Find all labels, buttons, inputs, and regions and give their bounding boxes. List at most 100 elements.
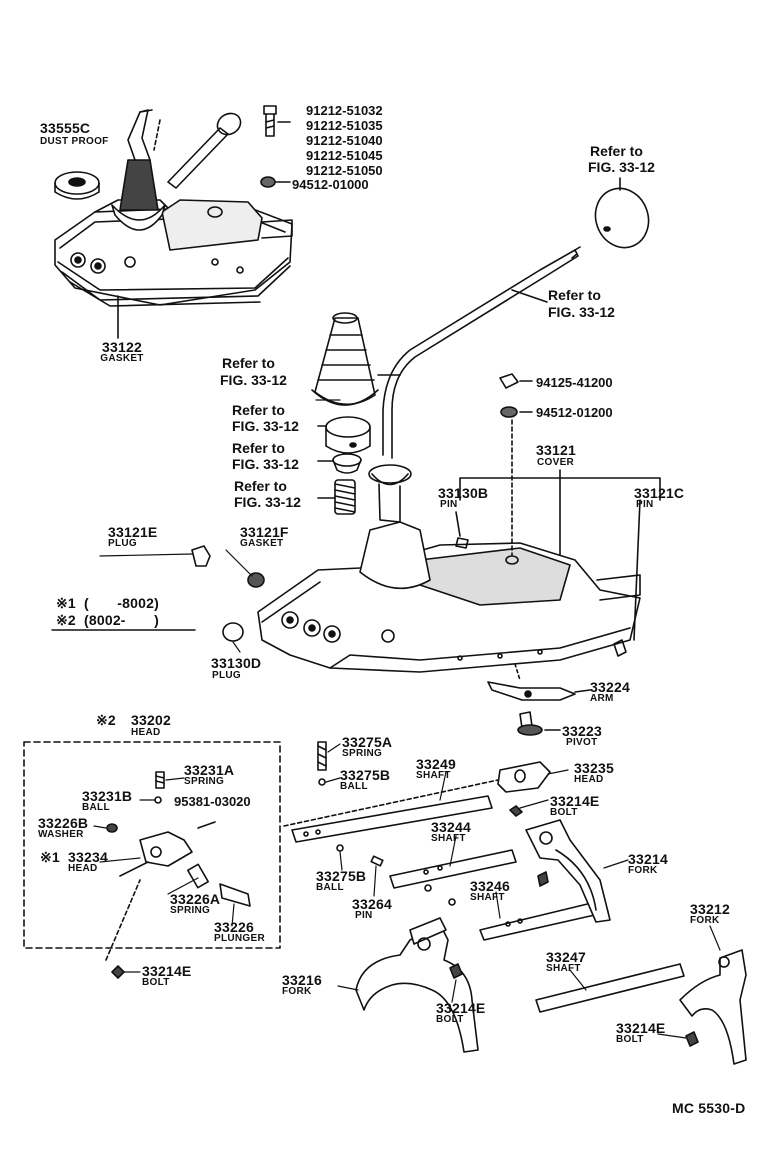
part-name-cover: COVER: [537, 457, 575, 468]
head-234-applicability-marker: ※1: [40, 849, 60, 865]
part-number-33226B: 33226B: [38, 815, 89, 831]
part-number-33224: 33224: [590, 679, 630, 695]
part-name-spring-33275A: SPRING: [342, 748, 383, 759]
part-number-33122: 33122: [102, 339, 142, 355]
leader-lines: [93, 399, 721, 1039]
part-name-pivot: PIVOT: [566, 737, 598, 748]
fig-ref-retainer: FIG. 33-12: [232, 418, 299, 434]
part-number-33121F: 33121F: [240, 524, 289, 540]
cover-small-parts-illustration: [191, 373, 661, 736]
shift-lever-cover-illustration: [257, 419, 641, 673]
applicability-marker-2: ※2: [56, 612, 76, 628]
part-number-33121: 33121: [536, 442, 576, 458]
fig-ref-spring: FIG. 33-12: [234, 494, 301, 510]
part-number-33212: 33212: [690, 901, 730, 917]
part-name-washer: WASHER: [38, 829, 84, 840]
part-number-33130B: 33130B: [438, 485, 489, 501]
shift-head-illustration: [497, 761, 551, 817]
part-name-pin-33264: PIN: [355, 910, 373, 921]
part-number-91212-51040: 91212-51040: [306, 133, 383, 148]
part-number-91212-51050: 91212-51050: [306, 163, 383, 178]
part-number-91212-51045: 91212-51045: [306, 148, 383, 163]
fig-ref-knob: FIG. 33-12: [588, 159, 655, 175]
part-name-fork-33216: FORK: [282, 986, 312, 997]
refer-to-label-lever: Refer to: [548, 287, 601, 303]
part-name-plug-33121E: PLUG: [108, 538, 137, 549]
part-number-95381-03020: 95381-03020: [174, 794, 251, 809]
fig-ref-seat: FIG. 33-12: [232, 456, 299, 472]
refer-to-label-spring: Refer to: [234, 478, 287, 494]
part-name-bolt-fork: BOLT: [436, 1014, 464, 1025]
boot-and-spring-illustration: [311, 312, 401, 515]
part-number-33216: 33216: [282, 972, 322, 988]
part-name-shaft-33246: SHAFT: [470, 892, 505, 903]
part-name-bolt-head: BOLT: [550, 807, 578, 818]
applicability-marker-1: ※1: [56, 595, 76, 611]
part-name-gasket-33121F: GASKET: [240, 538, 284, 549]
part-number-33555C: 33555C: [40, 120, 91, 136]
part-number-33202: 33202: [131, 712, 171, 728]
part-number-33246: 33246: [470, 878, 510, 894]
part-number-33231B: 33231B: [82, 788, 133, 804]
head-applicability-marker: ※2: [96, 712, 116, 728]
part-name-head-33235: HEAD: [574, 774, 604, 785]
part-number-33214E-fork: 33214E: [436, 1000, 486, 1016]
part-number-94512-01000: 94512-01000: [292, 177, 369, 192]
part-name-spring-33226A: SPRING: [170, 905, 211, 916]
part-number-94512-01200: 94512-01200: [536, 405, 613, 420]
part-name-pin-33121C: PIN: [636, 499, 654, 510]
part-number-33130D: 33130D: [211, 655, 262, 671]
part-number-91212-51035: 91212-51035: [306, 118, 383, 133]
part-name-shaft-33244: SHAFT: [431, 833, 466, 844]
part-name-fork-33212: FORK: [690, 915, 720, 926]
shift-knob-illustration: [594, 177, 650, 249]
part-name-ball-33275B-lower: BALL: [316, 882, 344, 893]
part-number-91212-51032: 91212-51032: [306, 103, 383, 118]
part-name-plug-33130D: PLUG: [212, 670, 241, 681]
diagram-code: MC 5530-D: [672, 1100, 746, 1116]
part-number-33235: 33235: [574, 760, 614, 776]
part-name-head-33234: HEAD: [68, 863, 98, 874]
part-name-fork-33214: FORK: [628, 865, 658, 876]
part-number-33214E-plunger: 33214E: [142, 963, 192, 979]
shift-forks-illustration: [355, 819, 747, 1065]
part-name-head-33202: HEAD: [131, 727, 161, 738]
part-number-33247: 33247: [546, 949, 586, 965]
refer-to-label-seat: Refer to: [232, 440, 285, 456]
refer-to-label-knob: Refer to: [590, 143, 643, 159]
part-name-spring-33231A: SPRING: [184, 776, 225, 787]
part-name-shaft-33249: SHAFT: [416, 770, 451, 781]
shift-shafts-illustration: [283, 741, 685, 1013]
part-name-bolt-plunger: BOLT: [142, 977, 170, 988]
part-number-33249: 33249: [416, 756, 456, 772]
part-number-33226: 33226: [214, 919, 254, 935]
applicability-range-2: (8002- ): [84, 612, 159, 628]
assembled-cover-illustration: [54, 105, 293, 339]
part-name-shaft-33247: SHAFT: [546, 963, 581, 974]
refer-to-label-boot: Refer to: [222, 355, 275, 371]
part-number-33231A: 33231A: [184, 762, 235, 778]
part-name-ball-33231B: BALL: [82, 802, 110, 813]
part-name-arm: ARM: [590, 693, 614, 704]
applicability-range-1: ( -8002): [84, 595, 159, 611]
part-name-pin-33130B: PIN: [440, 499, 458, 510]
part-number-33275A: 33275A: [342, 734, 393, 750]
head-assembly-dashed-box: [23, 741, 281, 949]
part-number-33244: 33244: [431, 819, 471, 835]
shift-lever-illustration: [368, 246, 581, 523]
part-number-33121C: 33121C: [634, 485, 685, 501]
part-name-dust-proof: DUST PROOF: [40, 136, 109, 147]
part-number-33234: 33234: [68, 849, 108, 865]
part-name-bolt-fork-33212: BOLT: [616, 1034, 644, 1045]
part-number-33214: 33214: [628, 851, 668, 867]
part-number-94125-41200: 94125-41200: [536, 375, 613, 390]
part-name-gasket: GASKET: [100, 353, 144, 364]
part-number-33121E: 33121E: [108, 524, 158, 540]
part-number-33264: 33264: [352, 896, 392, 912]
fig-ref-boot: FIG. 33-12: [220, 372, 287, 388]
part-name-ball-33275B-upper: BALL: [340, 781, 368, 792]
part-number-33226A: 33226A: [170, 891, 221, 907]
fig-ref-lever: FIG. 33-12: [548, 304, 615, 320]
